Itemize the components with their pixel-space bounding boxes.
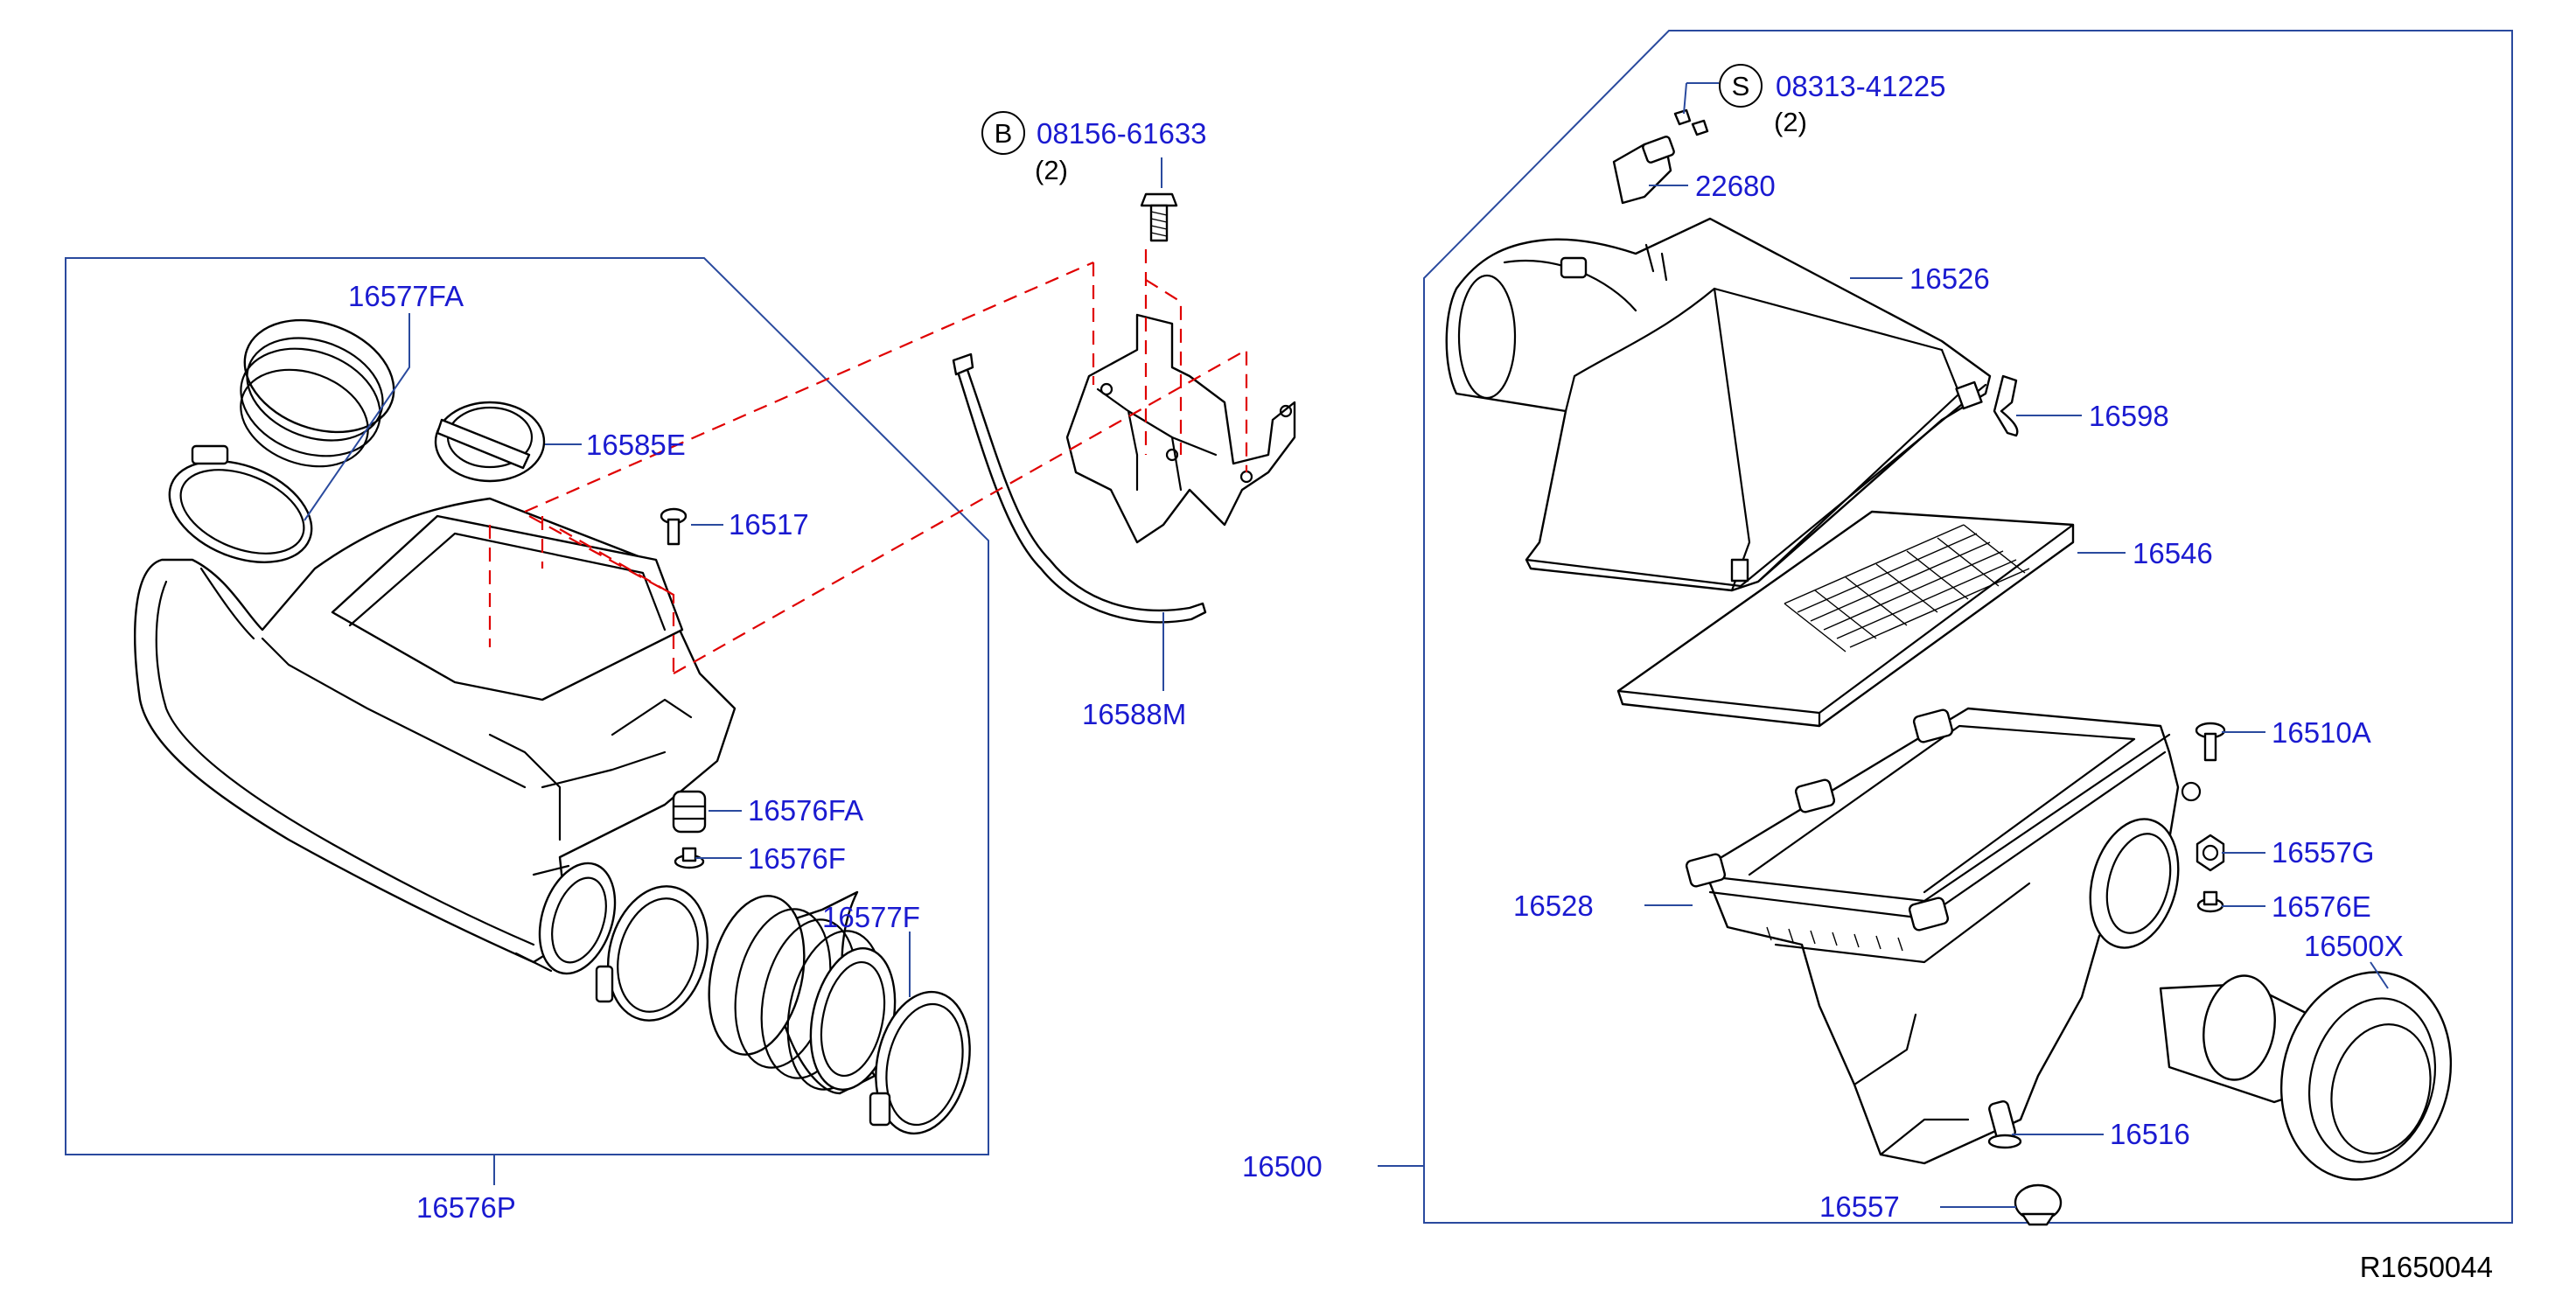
symbol-b: B [995,118,1013,149]
drain-tube-16588M [952,352,1207,624]
label-22680: 22680 [1695,170,1776,202]
lower-case-16528 [1685,707,2202,1165]
rubber-hose-16577F [708,890,897,1095]
bolt-16517 [660,507,688,546]
part-number-b: 08156-61633 [1037,117,1207,150]
upper-cover-16526 [1445,217,1992,592]
quantity-s: (2) [1774,107,1807,137]
part-number-s: 08313-41225 [1776,70,1946,102]
mount-16557 [2014,1183,2063,1226]
bolt-b [1140,192,1178,242]
group-frame-16576P [65,257,989,1155]
rubber-seal-16577FA [240,318,395,468]
label-16588M: 16588M [1082,698,1186,730]
air-duct-assembly [134,497,736,975]
washer-16576F [674,847,705,869]
label-16576P: 16576P [416,1191,516,1224]
label-16557G: 16557G [2272,836,2374,869]
label-16517: 16517 [729,508,809,541]
label-16516: 16516 [2110,1118,2190,1150]
filter-element-16546 [1616,510,2075,728]
quantity-b: (2) [1035,155,1068,185]
hose-clamp-left-top [168,444,313,563]
clip-16598 [1993,374,2019,437]
bolt-16510A [2195,722,2226,762]
nut-16557G [2196,834,2225,872]
label-16576E: 16576E [2272,890,2371,923]
label-16526: 16526 [1909,262,1990,295]
hose-clamp-16577F [869,990,971,1135]
label-16576F: 16576F [748,842,846,875]
group-frame-16500 [1423,30,2513,1224]
label-16500X: 16500X [2304,930,2404,962]
label-16576FA: 16576FA [748,794,863,827]
filter-mesh [1784,524,2030,652]
reference-code: R1650044 [2360,1251,2493,1283]
cap-16585E [434,401,546,483]
sensor-22680 [1612,136,1675,205]
label-16500: 16500 [1242,1150,1323,1183]
label-16577F: 16577F [822,901,920,933]
label-16546: 16546 [2133,537,2213,569]
label-16510A: 16510A [2272,716,2371,749]
washer-16576E [2196,890,2224,913]
callout-screw-s: S 08313-41225 (2) [1719,64,1946,137]
label-16528: 16528 [1513,890,1594,922]
grommet-16576FA [672,790,707,834]
callout-bolt-b: B 08156-61633 (2) [981,111,1207,185]
label-16557: 16557 [1819,1190,1900,1223]
symbol-s: S [1732,71,1750,101]
label-16585E: 16585E [586,429,686,461]
resonator-16500X [2159,971,2453,1181]
hose-clamp-left-bottom [595,885,709,1022]
assembly-guide-lines [488,249,1248,674]
leader-lines [304,82,2389,1208]
label-16577FA: 16577FA [348,280,464,312]
label-16598: 16598 [2089,400,2169,432]
grommet-16516 [1987,1100,2022,1149]
screw-s [1673,108,1709,136]
